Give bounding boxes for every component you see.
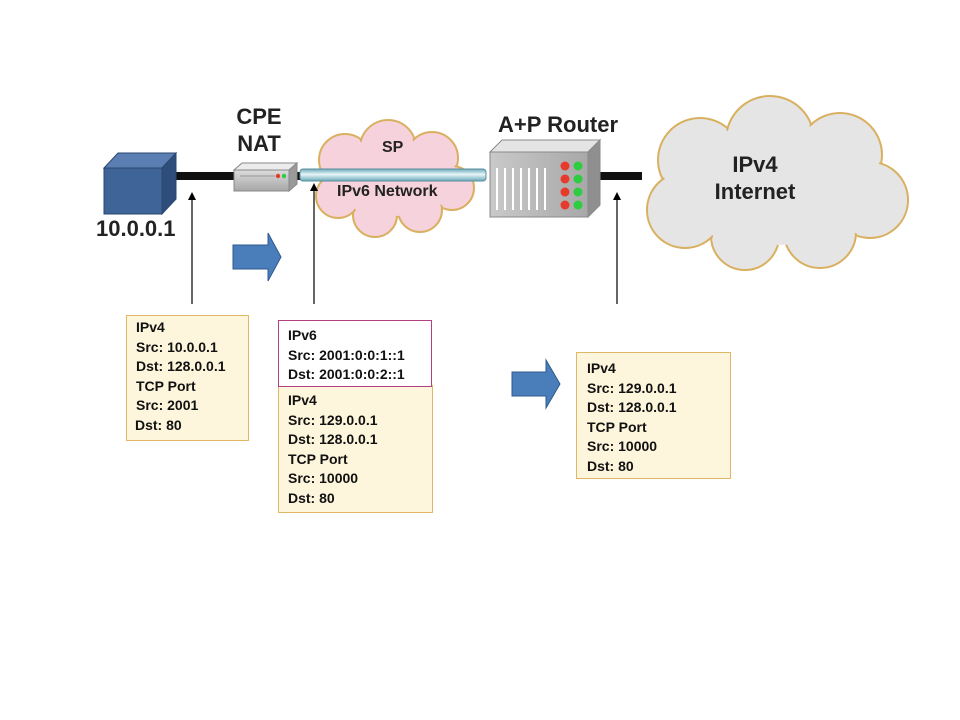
packet-line: Dst: 80	[288, 489, 335, 506]
packet-line: Src: 2001	[136, 397, 199, 413]
pointer-arrow-tunnel	[310, 183, 318, 304]
internet-label: IPv4 Internet	[700, 151, 810, 205]
router-internet-link	[598, 172, 642, 180]
sp-label: SP	[382, 139, 404, 156]
flow-arrow-2	[511, 358, 561, 410]
packet-line: Src: 129.0.0.1	[587, 379, 677, 396]
flow-arrow-1	[232, 232, 282, 282]
pointer-arrow-host	[188, 192, 196, 304]
packet-line: IPv4	[288, 392, 317, 408]
packet-line: IPv4	[136, 319, 165, 335]
ap-router-label: A+P Router	[498, 112, 619, 137]
packet-line: IPv6	[288, 327, 317, 343]
pointer-arrow-router	[613, 192, 621, 304]
packet-line: TCP Port	[288, 450, 348, 467]
ipv6-network-label: IPv6 Network	[337, 183, 438, 200]
host-cpe-link	[175, 172, 235, 180]
packet-line: Dst: 128.0.0.1	[288, 431, 378, 447]
packet-box-middle-ipv6: IPv6 Src: 2001:0:0:1::1 Dst: 2001:0:0:2:…	[278, 320, 432, 387]
internet-cloud	[646, 95, 909, 271]
packet-box-left: IPv4 Src: 10.0.0.1 Dst: 128.0.0.1 TCP Po…	[126, 315, 249, 441]
packet-line: Dst: 80	[587, 457, 634, 474]
packet-line: Src: 2001:0:0:1::1	[288, 346, 405, 363]
packet-line: Dst: 128.0.0.1	[587, 399, 677, 415]
router-status-leds	[560, 161, 583, 210]
ap-router	[488, 138, 602, 219]
packet-line: TCP Port	[136, 377, 196, 394]
packet-line: Src: 10000	[288, 470, 359, 486]
internet-label-line1: IPv4	[732, 152, 778, 177]
packet-line: Dst: 128.0.0.1	[136, 358, 226, 374]
host-ip-label: 10.0.0.1	[96, 216, 176, 241]
packet-line: Dst: 80	[135, 416, 182, 433]
cpe-nat-device	[232, 161, 299, 193]
cpe-label-line1: CPE	[236, 104, 282, 129]
packet-line: Dst: 2001:0:0:2::1	[288, 366, 405, 382]
cpe-label-line2: NAT	[237, 131, 281, 156]
ipv6-tunnel	[299, 168, 487, 182]
packet-line: Src: 10000	[587, 438, 658, 454]
packet-line: Src: 10.0.0.1	[136, 338, 218, 355]
packet-box-middle-ipv4: IPv4 Src: 129.0.0.1 Dst: 128.0.0.1 TCP P…	[278, 385, 433, 513]
packet-line: IPv4	[587, 360, 616, 376]
cpe-nat-label: CPE NAT	[228, 103, 290, 157]
internet-label-line2: Internet	[714, 179, 796, 204]
packet-box-right: IPv4 Src: 129.0.0.1 Dst: 128.0.0.1 TCP P…	[576, 352, 731, 479]
packet-line: TCP Port	[587, 418, 647, 435]
packet-line: Src: 129.0.0.1	[288, 411, 378, 428]
host-cube	[102, 151, 178, 216]
